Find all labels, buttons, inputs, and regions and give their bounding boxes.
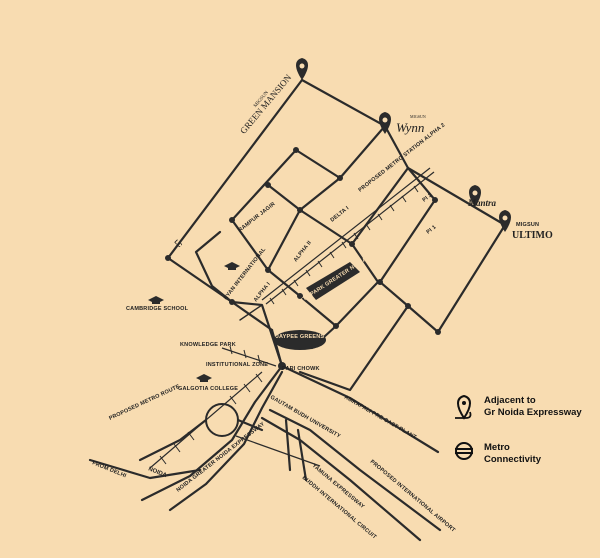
graduation-cap-icon [224,262,240,270]
location-pin-icon [499,210,511,232]
route-pin-icon [455,394,472,420]
pari-chowk-label: PARI CHOWK [282,366,320,372]
institutional-zone-label: INSTITUTIONAL ZONE [206,362,268,368]
knowledge-park-label: KNOWLEDGE PARK [180,342,236,348]
location-pin-icon [296,58,308,80]
graduation-cap-icon [148,296,164,304]
legend-metro-line2: Connectivity [484,454,542,465]
mantra-logo: Mantra [467,198,497,208]
svg-text:Wynn: Wynn [396,120,424,135]
legend-expressway-line1: Adjacent to [484,395,536,406]
jaypee-greens-badge: JAYPEE GREENS [274,330,326,350]
svg-text:MIGSUN: MIGSUN [516,222,539,228]
legend-expressway-line2: Gr Noida Expressway [484,407,582,418]
location-pin-icon [379,112,391,134]
map-labels: LC RAMPUR JAGIR DELTA I ALPHA II ALPHA I… [91,122,456,541]
gautam-budh-label: GAUTAM BUDH UNIVERSITY [269,395,341,440]
delta1-label: DELTA I [330,205,351,223]
road-nodes [165,147,441,370]
airport-label: PROPOSED INTERNATIONAL AIRPORT [369,459,457,534]
lc-label: LC [173,239,183,249]
cambridge-label: CAMBRIDGE SCHOOL [126,306,189,312]
legend: Adjacent to Gr Noida Expressway Metro Co… [455,394,582,465]
legend-metro-line1: Metro [484,442,510,453]
svg-text:MIGSUN: MIGSUN [410,114,426,119]
ultimo-logo: MIGSUN ULTIMO [512,222,553,241]
metro-icon [455,442,473,460]
graduation-cap-icon [196,374,212,382]
svg-text:ULTIMO: ULTIMO [512,230,553,241]
metro-line [149,167,435,469]
wynn-logo: MIGSUN Wynn [396,114,426,135]
svg-text:Mantra: Mantra [467,198,497,208]
galgotia-label: GALGOTIA COLLEGE [178,386,238,392]
jaypee-label: JAYPEE GREENS [276,334,325,340]
amrapali-label: AMRAPALI PRE CAST PLANT [343,395,418,442]
location-pin-icon [469,185,481,207]
pi1-label: PI 1 [426,224,438,235]
alpha2-label: ALPHA II [293,240,313,264]
pi2-label: PI 2 [422,192,434,203]
metro-route-label: PROPOSED METRO ROUTE [108,384,181,422]
